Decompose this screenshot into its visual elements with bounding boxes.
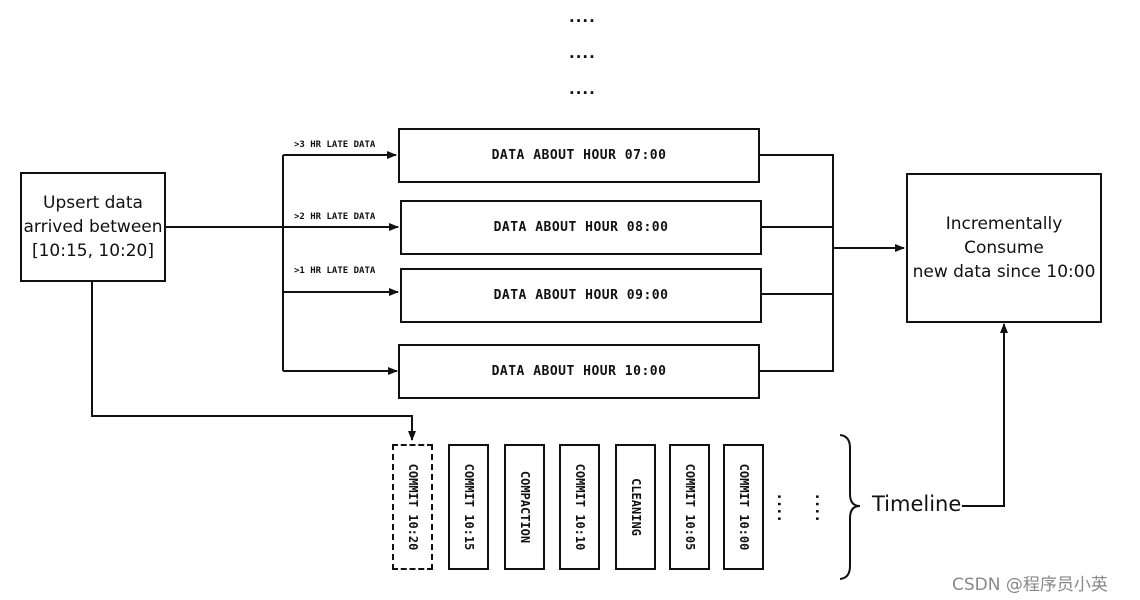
ellipsis-top-3: .... <box>569 80 596 98</box>
source-line-1: Upsert data <box>43 193 143 213</box>
late-label-3hr: >3 HR LATE DATA <box>294 140 376 150</box>
ellipsis-top-2: .... <box>569 44 596 62</box>
commit-label: COMMIT 10:10 <box>572 463 587 551</box>
commit-label: COMMIT 10:20 <box>405 463 420 551</box>
commit-label: COMPACTION <box>517 470 532 544</box>
source-to-commit-arrow <box>91 281 416 441</box>
ellipsis-top-1: .... <box>569 8 596 26</box>
compaction-box: COMPACTION <box>504 444 545 570</box>
late-label-1hr: >1 HR LATE DATA <box>294 266 376 276</box>
commit-box-1010: COMMIT 10:10 <box>559 444 600 570</box>
timeline-label: Timeline <box>872 492 962 516</box>
source-line-2: arrived between <box>23 217 163 237</box>
late-label-2hr: >2 HR LATE DATA <box>294 212 376 222</box>
hour-box-0800: DATA ABOUT HOUR 08:00 <box>400 200 762 255</box>
hour-box-0700: DATA ABOUT HOUR 07:00 <box>398 128 760 183</box>
hour-box-0900: DATA ABOUT HOUR 09:00 <box>400 268 762 323</box>
commit-label: COMMIT 10:15 <box>461 463 476 551</box>
commit-label: COMMIT 10:00 <box>736 463 751 551</box>
timeline-brace <box>839 434 861 580</box>
watermark: CSDN @程序员小英 <box>952 575 1108 595</box>
upsert-source-box: Upsert data arrived between [10:15, 10:2… <box>20 172 166 282</box>
commit-label: COMMIT 10:05 <box>682 463 697 551</box>
timeline-dots-2: .... <box>812 494 828 524</box>
commit-box-1015: COMMIT 10:15 <box>448 444 489 570</box>
timeline-to-sink-arrow <box>962 323 1008 507</box>
sink-line-2: new data since 10:00 <box>912 262 1096 282</box>
hour-box-1000: DATA ABOUT HOUR 10:00 <box>398 344 760 399</box>
incremental-consume-box: Incrementally Consume new data since 10:… <box>906 173 1102 323</box>
commit-box-1005: COMMIT 10:05 <box>669 444 710 570</box>
timeline-dots-1: .... <box>774 494 790 524</box>
commit-label: CLEANING <box>628 478 643 536</box>
sink-line-1: Incrementally Consume <box>945 214 1063 258</box>
collector-line <box>760 154 834 372</box>
source-line-3: [10:15, 10:20] <box>31 241 155 261</box>
commit-box-1000: COMMIT 10:00 <box>723 444 764 570</box>
cleaning-box: CLEANING <box>615 444 656 570</box>
commit-box-1020: COMMIT 10:20 <box>392 444 433 570</box>
